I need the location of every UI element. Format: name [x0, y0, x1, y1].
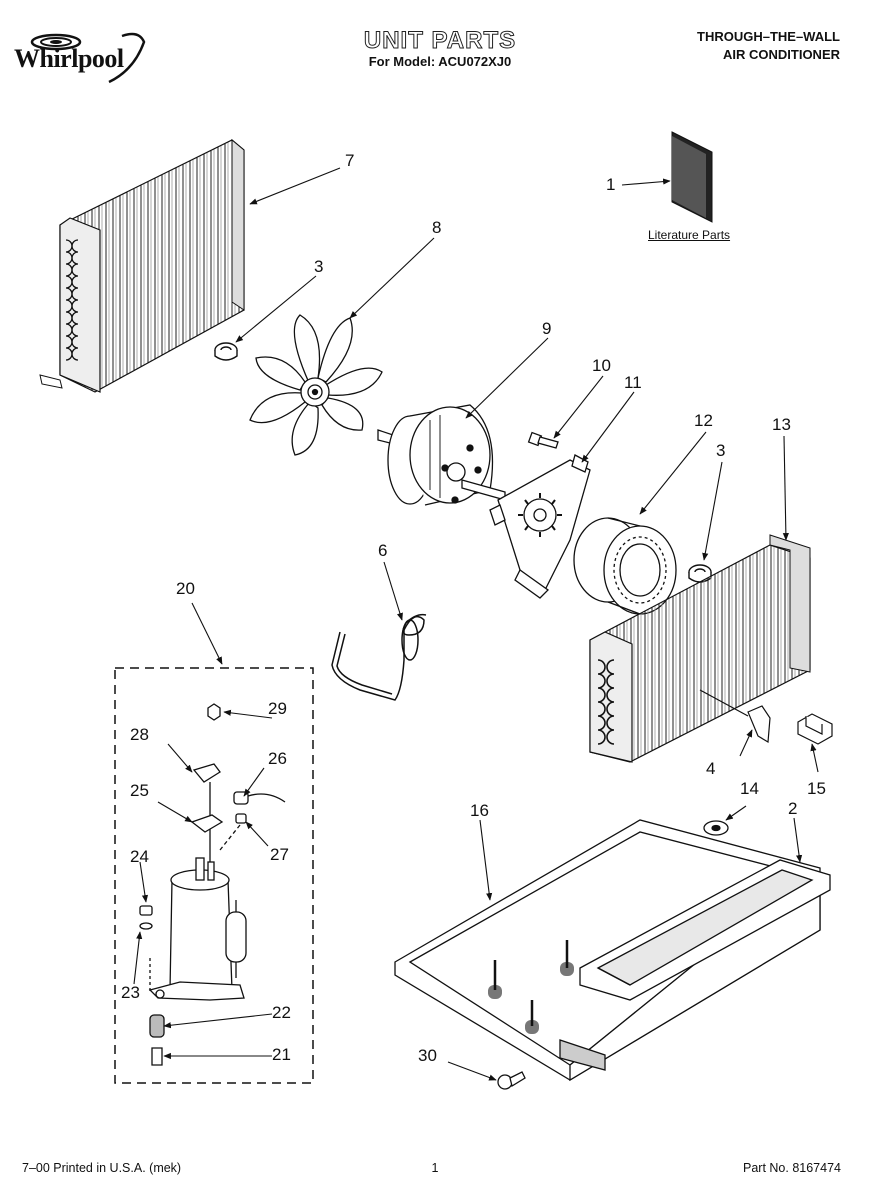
- literature-parts-label: Literature Parts: [648, 228, 731, 242]
- callout-4: 4: [706, 759, 716, 778]
- fan-blade-8: [249, 314, 383, 456]
- callout-16: 16: [470, 801, 489, 820]
- callout-3-right: 3: [716, 441, 726, 460]
- product-type: THROUGH–THE–WALL AIR CONDITIONER: [600, 28, 840, 64]
- spring-rod-6: [331, 613, 427, 701]
- compressor-21-29: [139, 703, 286, 1066]
- logo-swirl-icon: [30, 32, 146, 84]
- base-pan-16: [394, 819, 821, 1082]
- callout-12: 12: [694, 411, 713, 430]
- callout-6: 6: [378, 541, 388, 560]
- fan-motor-9: [377, 404, 506, 506]
- thermostat-clip-4: [699, 689, 771, 744]
- part-number: Part No. 8167474: [743, 1161, 841, 1175]
- callout-23: 23: [121, 983, 140, 1002]
- callout-21: 21: [272, 1045, 291, 1064]
- callout-15: 15: [807, 779, 826, 798]
- callout-8: 8: [432, 218, 442, 237]
- page-title: UNIT PARTS: [363, 27, 517, 54]
- callout-29: 29: [268, 699, 287, 718]
- callout-28: 28: [130, 725, 149, 744]
- callout-11: 11: [624, 373, 642, 392]
- callout-13: 13: [772, 415, 791, 434]
- callout-7: 7: [345, 151, 355, 170]
- callout-9: 9: [542, 319, 552, 338]
- screw-30: [497, 1071, 526, 1090]
- product-line-2: AIR CONDITIONER: [723, 47, 840, 62]
- callout-2: 2: [788, 799, 798, 818]
- motor-bracket-11: [489, 454, 591, 599]
- literature-booklet-1: [671, 131, 713, 223]
- callout-24: 24: [130, 847, 149, 866]
- callout-22: 22: [272, 1003, 291, 1022]
- grommet-14: [703, 820, 729, 836]
- callout-25: 25: [130, 781, 149, 800]
- callout-27: 27: [270, 845, 289, 864]
- print-info: 7–00 Printed in U.S.A. (mek): [22, 1161, 182, 1175]
- condenser-coil-7: [39, 138, 245, 393]
- callout-30: 30: [418, 1046, 437, 1065]
- whirlpool-logo: [14, 30, 179, 90]
- callout-26: 26: [268, 749, 287, 768]
- bolt-10: [527, 431, 559, 449]
- brand-name: Whirlpool: [14, 44, 124, 73]
- drain-tray-2: [579, 859, 831, 1001]
- leader-lines: [133, 167, 819, 1081]
- callout-10: 10: [592, 356, 611, 375]
- clip-3a: [214, 342, 238, 361]
- evaporator-coil-13: [589, 534, 811, 763]
- callout-1: 1: [606, 175, 616, 194]
- callout-14: 14: [740, 779, 759, 798]
- model-line: For Model: ACU072XJ0: [368, 54, 512, 69]
- bracket-15: [797, 713, 833, 745]
- blower-wheel-12: [573, 517, 677, 615]
- callout-20: 20: [176, 579, 195, 598]
- callout-3-top: 3: [314, 257, 324, 276]
- page-number: 1: [431, 1161, 439, 1175]
- compressor-assembly-box-20: [114, 667, 314, 1084]
- product-line-1: THROUGH–THE–WALL: [697, 29, 840, 44]
